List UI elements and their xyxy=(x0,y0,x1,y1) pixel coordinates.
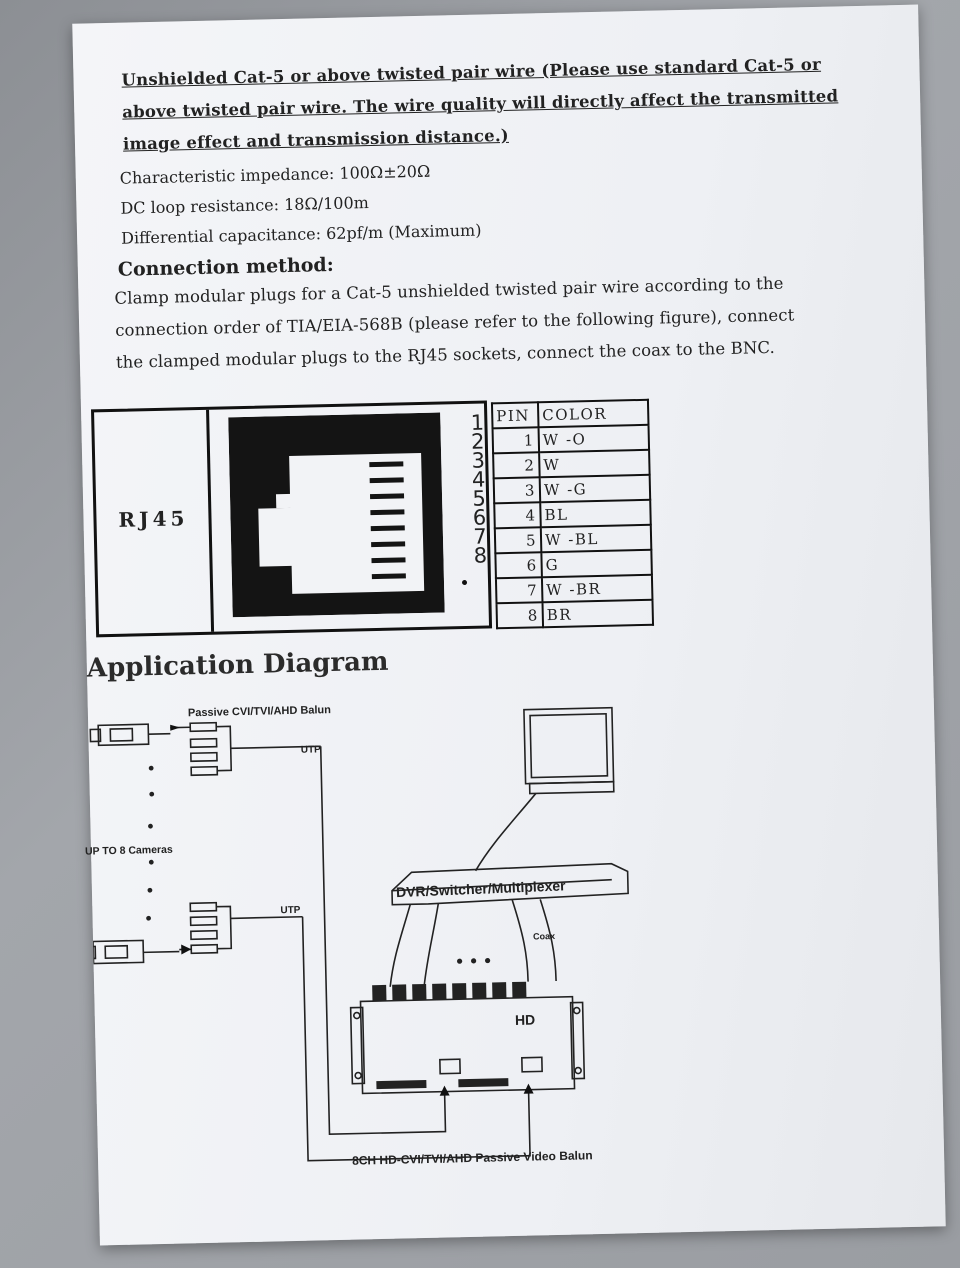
camera-icon-top xyxy=(89,723,171,747)
pin-number-strip: 12345678 xyxy=(466,410,491,568)
document-page: Unshielded Cat-5 or above twisted pair w… xyxy=(72,4,946,1246)
rj45-divider xyxy=(206,409,215,632)
bnc-connectors xyxy=(372,981,527,1002)
monitor-cable xyxy=(474,792,537,872)
coax-label: Coax xyxy=(532,931,556,942)
rj45-label: RJ45 xyxy=(118,506,189,532)
utp-label-top: UTP xyxy=(300,744,321,756)
rj45-figure: RJ45 12345678 xyxy=(91,400,493,638)
color-cell: W -O xyxy=(538,424,650,453)
ellipsis-dots xyxy=(146,765,491,964)
hd-label: HD xyxy=(514,1011,536,1028)
pin-cell: 2 xyxy=(493,452,540,479)
pin-digits-text: 12345678 xyxy=(470,410,488,568)
pin-cell: 3 xyxy=(493,477,541,504)
pin-cell: 4 xyxy=(494,502,541,529)
rj45-socket-icon xyxy=(228,412,445,618)
pin-cell: 8 xyxy=(496,602,544,629)
color-cell: W -BR xyxy=(541,574,653,603)
connection-line-3: the clamped modular plugs to the RJ45 so… xyxy=(115,337,776,372)
spec-capacitance: Differential capacitance: 62pf/m (Maximu… xyxy=(120,220,482,248)
color-cell: W -G xyxy=(539,474,651,503)
connection-line-2: connection order of TIA/EIA-568B (please… xyxy=(114,305,795,340)
spec-impedance: Characteristic impedance: 100Ω±20Ω xyxy=(119,161,431,188)
connection-heading: Connection method: xyxy=(117,253,334,281)
utp-line-top xyxy=(319,746,447,1136)
spec-dc-resistance: DC loop resistance: 18Ω/100m xyxy=(120,193,370,218)
pin-marker-dot xyxy=(461,579,468,586)
color-cell: G xyxy=(541,549,652,578)
connection-line-1: Clamp modular plugs for a Cat-5 unshield… xyxy=(114,273,784,308)
dvr-box xyxy=(391,862,629,906)
camera-icon-bottom xyxy=(87,939,180,965)
color-cell: BR xyxy=(542,599,654,628)
pin-cell: 6 xyxy=(495,552,542,579)
terminal-blocks xyxy=(376,1078,509,1090)
arrow-heads xyxy=(170,724,534,1096)
table-header-row: PIN COLOR xyxy=(491,399,649,429)
color-cell: W xyxy=(539,449,650,478)
header-pin: PIN xyxy=(491,402,539,429)
cameras-label: UP TO 8 Cameras xyxy=(84,843,173,858)
intro-line-2: above twisted pair wire. The wire qualit… xyxy=(122,86,839,122)
intro-line-3: image effect and transmission distance.) xyxy=(122,125,509,154)
pin-cell: 5 xyxy=(494,527,542,554)
color-cell: W -BL xyxy=(540,524,652,553)
application-diagram xyxy=(87,706,629,1162)
pin-cell: 7 xyxy=(495,577,543,604)
balun-stack-top xyxy=(170,721,321,777)
pin-cell: 1 xyxy=(492,427,540,454)
monitor-icon xyxy=(523,706,615,795)
header-color: COLOR xyxy=(537,399,649,428)
utp-line-bottom xyxy=(301,916,531,1162)
intro-line-1: Unshielded Cat-5 or above twisted pair w… xyxy=(121,54,822,90)
color-cell: BL xyxy=(540,499,651,528)
utp-label-bottom: UTP xyxy=(280,904,301,917)
page-content: Unshielded Cat-5 or above twisted pair w… xyxy=(72,5,946,1246)
